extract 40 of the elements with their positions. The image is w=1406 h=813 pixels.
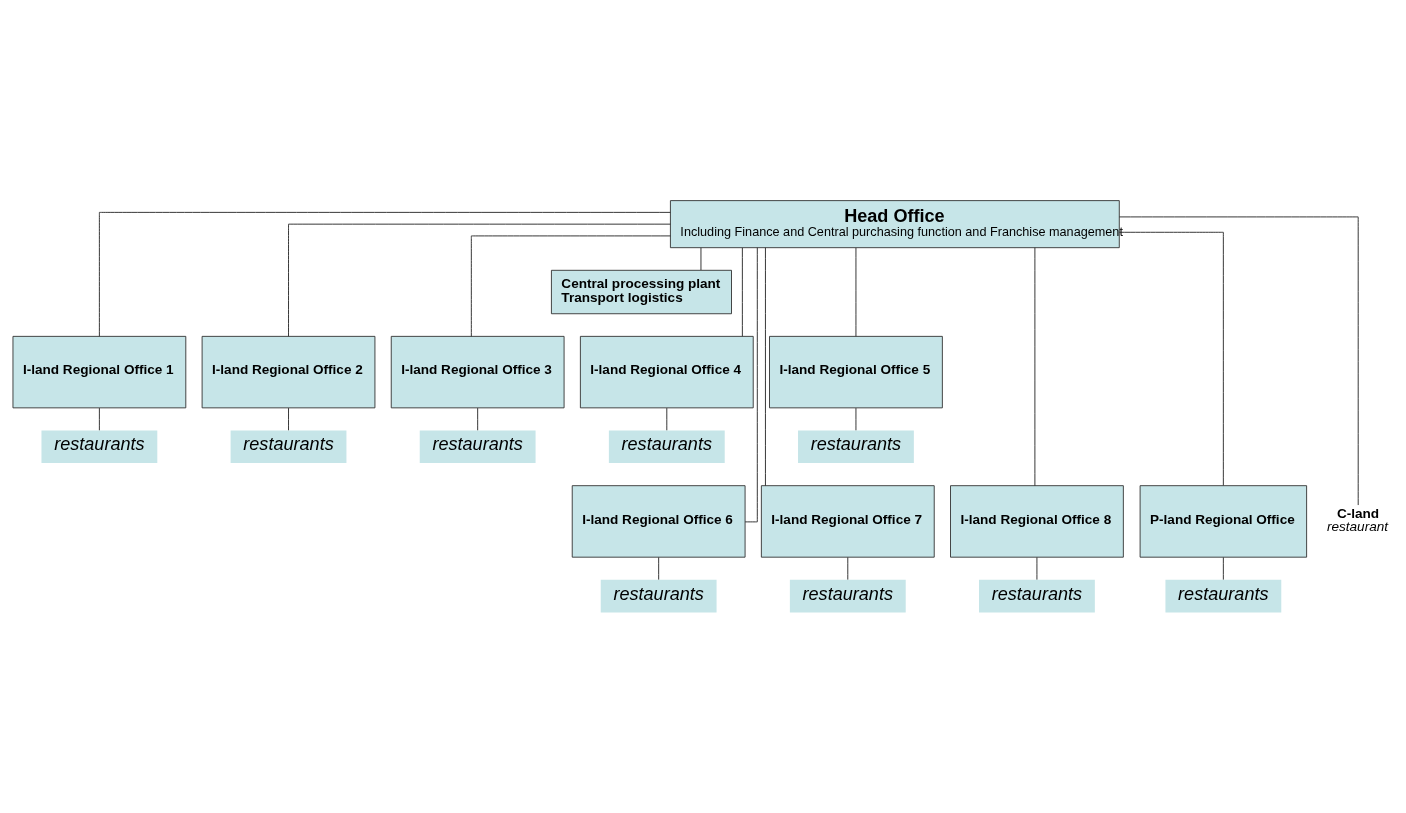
node-box: restaurants: [1165, 579, 1282, 613]
connector: [470, 235, 671, 337]
connector: [855, 247, 857, 337]
node-box: I-land Regional Office 7: [760, 485, 935, 558]
connector: [741, 247, 743, 337]
connector: [98, 407, 100, 431]
connector: [1118, 231, 1224, 486]
node-box: I-land Regional Office 2: [201, 335, 376, 409]
node-box: I-land Regional Office 4: [579, 335, 754, 409]
node-box: restaurants: [230, 430, 347, 464]
connector: [855, 407, 857, 431]
node-text: C-land restaurant: [1326, 505, 1389, 535]
node-box: I-land Regional Office 6: [571, 485, 746, 558]
node-box: I-land Regional Office 5: [769, 335, 943, 409]
connector: [477, 407, 479, 431]
node-box: restaurants: [789, 579, 906, 613]
connector: [666, 407, 668, 431]
connector: [700, 247, 702, 271]
connector: [1118, 216, 1359, 506]
connector: [288, 407, 289, 431]
node-box: Central processing plant Transport logistics: [550, 269, 732, 315]
node-box: restaurants: [41, 430, 158, 464]
connector: [288, 223, 671, 337]
connector: [1036, 557, 1038, 581]
connector: [1034, 247, 1036, 487]
connector: [847, 557, 849, 581]
node-box: I-land Regional Office 8: [950, 485, 1124, 558]
connector: [1222, 557, 1224, 581]
connector: [744, 247, 758, 523]
node-box: restaurants: [979, 579, 1095, 613]
node-box: I-land Regional Office 3: [390, 335, 565, 409]
node-box: P-land Regional Office: [1139, 485, 1308, 558]
connector: [765, 247, 766, 487]
connector: [658, 557, 660, 581]
node-box: restaurants: [600, 579, 717, 613]
node-box: I-land Regional Office 1: [12, 335, 187, 409]
node-box: restaurants: [419, 430, 536, 464]
node-box: restaurants: [798, 430, 914, 464]
connector: [98, 211, 671, 337]
node-box: restaurants: [608, 430, 725, 464]
